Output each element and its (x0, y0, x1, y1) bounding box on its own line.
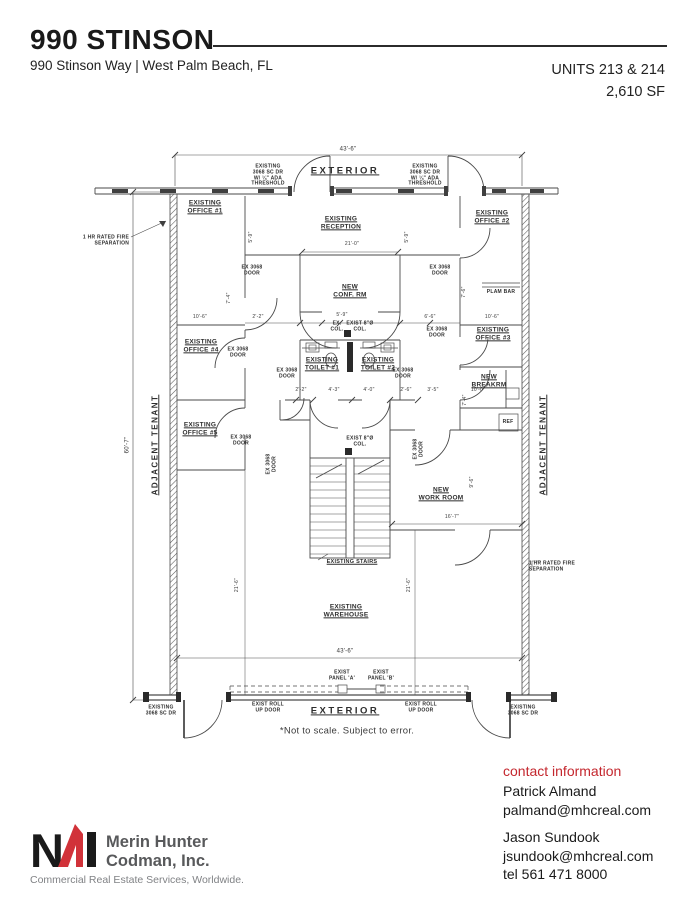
company-tagline: Commercial Real Estate Services, Worldwi… (30, 874, 244, 886)
agent-2-email: jsundook@mhcreal.com (503, 847, 654, 864)
panel-b-label: EXIST PANEL 'B' (367, 669, 395, 681)
ex-door-6: EX 3068 DOOR (426, 326, 448, 338)
dim-v2: 5'-9" (404, 231, 411, 243)
room-label-reception: EXISTING RECEPTION (320, 215, 362, 230)
dim-workroom: 16'-7" (444, 514, 460, 521)
col-note-3: EXIST 8"Ø COL. (346, 435, 374, 447)
adjacent-tenant-right: ADJACENT TENANT (538, 394, 548, 496)
title-rule (213, 45, 667, 47)
rollup-label-left: EXIST ROLL UP DOOR (252, 701, 284, 713)
fire-separation-note-right: 1 HR RATED FIRE SEPARATION (528, 560, 576, 572)
dim-warehouse-1: 21'-6" (234, 577, 241, 593)
exterior-bottom-label: EXTERIOR (310, 705, 380, 717)
dim-r1c: 5'-9" (336, 312, 348, 319)
ex-door-4: EX 3068 DOOR (276, 367, 298, 379)
ex-door-8: EX 3068 DOOR (412, 438, 424, 460)
agent-2: Jason Sundook jsundook@mhcreal.com tel 5… (503, 828, 653, 883)
page-title: 990 STINSON (30, 24, 215, 55)
dim-r2c: 4'-0" (363, 387, 375, 394)
col-note-2: EXIST 8"Ø COL. (346, 320, 374, 332)
ex-door-9: EX 3068 DOOR (265, 453, 277, 475)
dim-v4: 7'-6" (461, 286, 468, 298)
units-label: UNITS 213 & 214 (551, 62, 665, 78)
dim-v3: 7'-4" (226, 292, 233, 304)
agent-1-name: Patrick Almand (503, 783, 597, 800)
company-logo-block: N Merin Hunter Codman, Inc. Commercial R… (30, 822, 280, 886)
area-label: 2,610 SF (606, 83, 665, 100)
dim-warehouse-2: 21'-6" (406, 577, 413, 593)
dim-width-top: 43'-6" (339, 146, 357, 153)
units-block: UNITS 213 & 214 2,610 SF (551, 60, 665, 104)
nai-logo: N (30, 824, 96, 870)
contact-block: contact information Patrick Almand palma… (503, 762, 653, 893)
company-name: Merin Hunter Codman, Inc. (106, 833, 210, 870)
dim-breakrm: 10'-0" (470, 387, 486, 394)
nai-logo-i (87, 832, 96, 867)
ex-door-7: EX 3068 DOOR (230, 434, 252, 446)
room-label-office3: EXISTING OFFICE #3 (475, 326, 511, 341)
dim-v5: 7'-4" (462, 394, 469, 406)
dim-v1: 5'-9" (248, 231, 255, 243)
ada-door-note-left: EXISTING 3068 SC DR W/ ¼" ADA THRESHOLD (251, 163, 285, 187)
dim-width-bottom: 43'-6" (336, 648, 354, 655)
dim-r2d: 2'-6" (400, 387, 412, 394)
fire-separation-note-left: 1 HR RATED FIRE SEPARATION (82, 234, 130, 246)
rollup-label-right: EXIST ROLL UP DOOR (405, 701, 437, 713)
dim-height-left: 60'-7" (124, 436, 131, 454)
col-note-1: EX. COL. (330, 320, 344, 332)
ex-door-3: EX 3068 DOOR (227, 346, 249, 358)
dim-workroom-v: 9'-6" (469, 476, 476, 488)
contact-heading: contact information (503, 763, 622, 779)
ref-label: REF (502, 419, 514, 426)
dim-r1a: 10'-6" (192, 314, 208, 321)
ex-door-1: EX 3068 DOOR (241, 264, 263, 276)
sc-door-left: EXISTING 3068 SC DR (145, 704, 177, 716)
nai-logo-a (58, 824, 83, 867)
exterior-top-label: EXTERIOR (310, 165, 380, 177)
floor-plan: 43'-6" EXTERIOR EXISTING 3068 SC DR W/ ¼… (0, 130, 695, 755)
stairs-label: EXISTING STAIRS (326, 558, 378, 565)
room-label-breakrm: NEW BREAKRM (471, 373, 507, 388)
ada-door-note-right: EXISTING 3068 SC DR W/ ¼" ADA THRESHOLD (408, 163, 442, 187)
ex-door-2: EX 3068 DOOR (429, 264, 451, 276)
ex-door-5: EX 3068 DOOR (392, 367, 414, 379)
dim-reception: 21'-0" (344, 241, 360, 248)
room-label-office4: EXISTING OFFICE #4 (183, 338, 219, 353)
room-label-toilet2: EXISTING TOILET #2 (360, 356, 396, 371)
dim-r1d: 6'-6" (424, 314, 436, 321)
room-label-office1: EXISTING OFFICE #1 (187, 199, 223, 214)
agent-2-name: Jason Sundook (503, 829, 600, 846)
room-label-office2: EXISTING OFFICE #2 (474, 209, 510, 224)
nai-logo-n: N (30, 824, 64, 870)
room-label-toilet1: EXISTING TOILET #1 (304, 356, 340, 371)
agent-1: Patrick Almand palmand@mhcreal.com (503, 782, 653, 819)
panel-a-label: EXIST PANEL 'A' (328, 669, 356, 681)
property-address: 990 Stinson Way | West Palm Beach, FL (30, 58, 273, 73)
dim-r1b: 2'-2" (252, 314, 264, 321)
contact-phone: tel 561 471 8000 (503, 866, 608, 883)
disclaimer-note: *Not to scale. Subject to error. (279, 725, 415, 737)
dim-r2b: 4'-3" (328, 387, 340, 394)
floorplan-linework (94, 151, 559, 739)
dim-r2a: 2'-2" (295, 387, 307, 394)
room-label-workroom: NEW WORK ROOM (418, 486, 464, 501)
plam-bar-label: PLAM BAR (486, 289, 516, 296)
dim-r1e: 10'-6" (484, 314, 500, 321)
room-label-conf: NEW CONF. RM (333, 283, 367, 298)
sc-door-right: EXISTING 3068 SC DR (507, 704, 539, 716)
room-label-office5: EXISTING OFFICE #5 (182, 421, 218, 436)
agent-1-email: palmand@mhcreal.com (503, 801, 652, 818)
dim-r2e: 3'-5" (427, 387, 439, 394)
room-label-warehouse: EXISTING WAREHOUSE (323, 603, 369, 618)
adjacent-tenant-left: ADJACENT TENANT (150, 394, 160, 496)
